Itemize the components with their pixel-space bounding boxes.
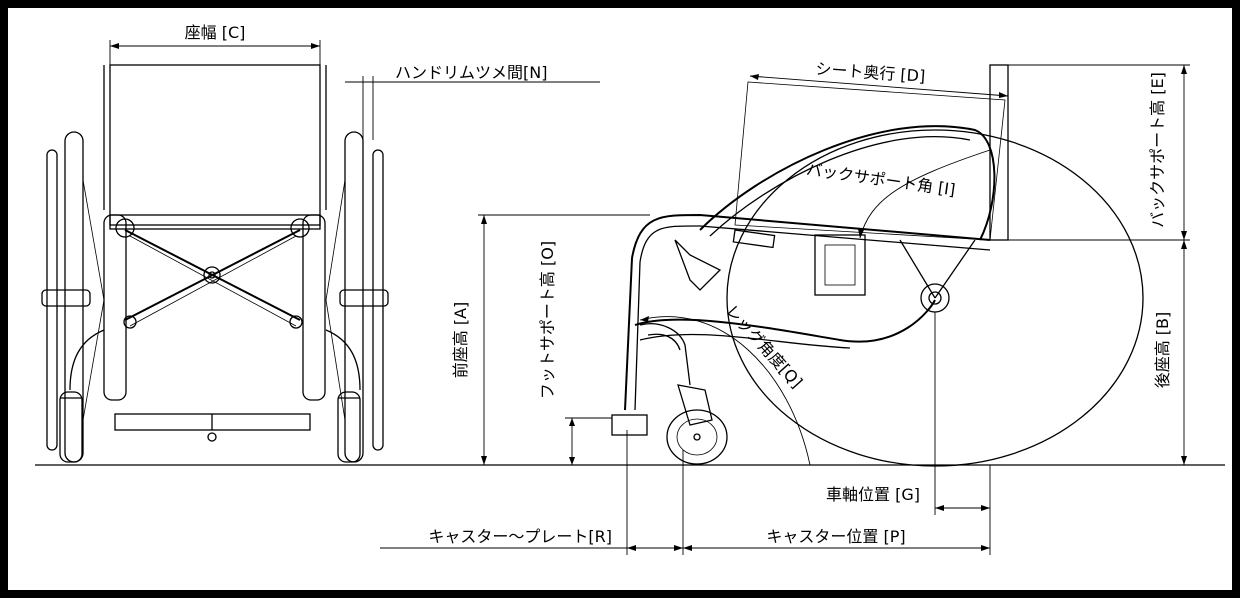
label-handrim-gap: ハンドリムツメ間[N] — [395, 63, 547, 82]
label-seat-width: 座幅 [C] — [185, 23, 246, 42]
label-foot-support-height: フットサポート高 [O] — [538, 241, 557, 399]
label-caster-position: キャスター位置 [P] — [766, 527, 905, 546]
side-cross-bracket — [814, 234, 866, 296]
side-view-dimensions — [380, 64, 1190, 555]
front-left-wheel — [64, 131, 84, 463]
front-view-wheelchair — [41, 64, 389, 463]
side-caster-wheel — [666, 409, 728, 465]
side-brake-lever — [674, 239, 722, 291]
front-view-dimensions — [109, 40, 600, 140]
front-left-handrim — [46, 149, 58, 451]
label-back-support-height: バックサポート高 [E] — [1148, 72, 1167, 228]
label-caster-to-plate: キャスター〜プレート[R] — [428, 527, 612, 546]
side-view-wheelchair — [611, 64, 1144, 467]
front-backrest — [109, 64, 321, 226]
label-back-support-angle: バックサポート角 [I] — [805, 160, 956, 200]
front-right-handrim — [372, 149, 384, 451]
label-front-seat-height: 前座高 [A] — [451, 302, 470, 379]
front-right-caster — [337, 391, 361, 463]
label-axle-position: 車軸位置 [G] — [826, 485, 920, 504]
side-seat-outline — [734, 81, 1006, 241]
dimension-labels: 座幅 [C] ハンドリムツメ間[N] シート奥行 [D] バックサポート高 [E… — [185, 23, 1172, 546]
label-leg-angle: レッグ角度[Q] — [722, 301, 806, 392]
label-rear-seat-height: 後座高 [B] — [1153, 312, 1172, 389]
front-left-caster — [59, 391, 83, 463]
side-footplate — [611, 414, 648, 436]
label-seat-depth: シート奥行 [D] — [815, 59, 926, 86]
